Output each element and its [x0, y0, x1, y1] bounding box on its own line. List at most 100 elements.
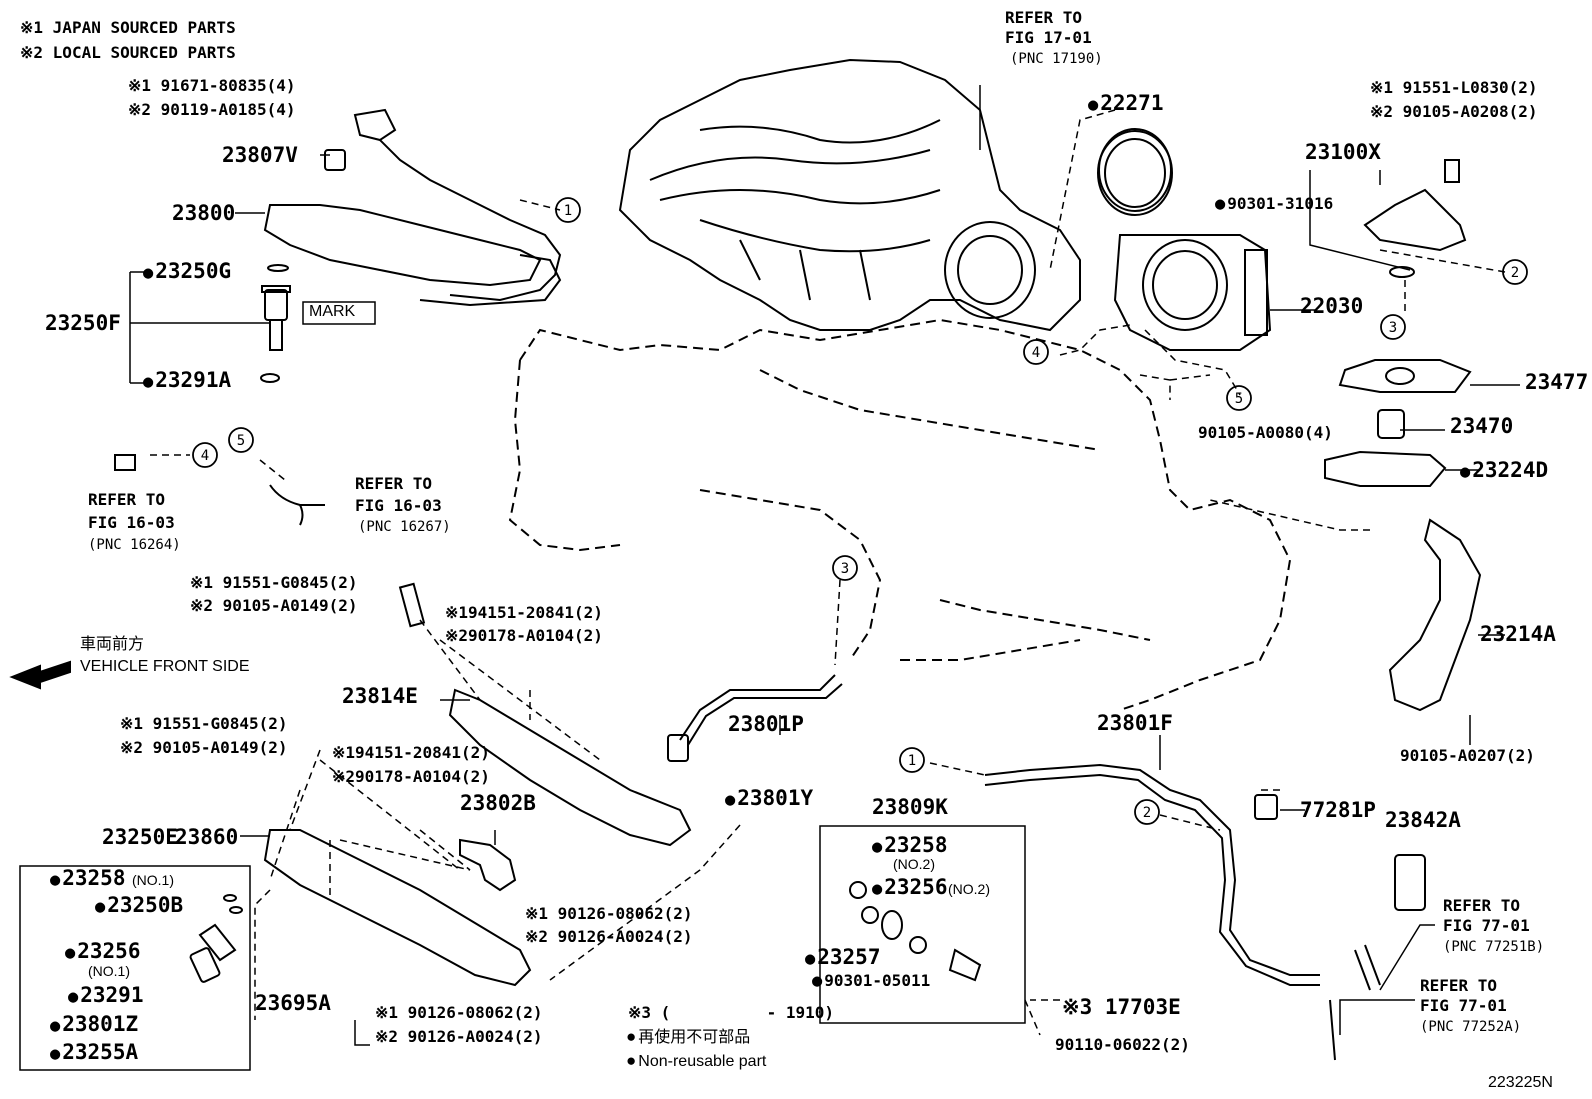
ref-fig77b-line2: FIG 77-01 [1420, 996, 1507, 1015]
ref-fig77a-line1: REFER TO [1443, 896, 1521, 915]
engine-outline [508, 318, 1292, 711]
sensor-23100X [1363, 159, 1467, 278]
part-90301-31016: 90301-31016 [1215, 196, 1333, 213]
part-90126-A0024-a: ※2 90126-A0024(2) [525, 927, 693, 946]
callout-2-a-label: 2 [1511, 265, 1519, 281]
ref-fig77a-line2: FIG 77-01 [1443, 916, 1530, 935]
part-23800: 23800 [172, 201, 236, 225]
vehicle-front-jp: 車両前方 [80, 636, 145, 653]
part-23257: 23257 [805, 947, 880, 968]
part-23860: 23860 [175, 825, 239, 849]
figure-id: 223225N [1488, 1074, 1553, 1091]
part-22030: 22030 [1300, 294, 1364, 318]
ref-fig16b-line1: REFER TO [355, 474, 433, 493]
legend-nonreusable-jp: 再使用不可部品 [626, 1028, 750, 1046]
front-arrow-icon [9, 660, 71, 690]
part-91551-L0830: ※1 91551-L0830(2) [1370, 78, 1538, 97]
part-23291: 23291 [68, 985, 143, 1006]
callout-4-b-label: 4 [201, 448, 209, 464]
ref-fig16a-line1: REFER TO [88, 490, 166, 509]
part-23224D: 23224D [1460, 460, 1548, 481]
fuel-delivery-pipe [263, 108, 562, 307]
callout-2-b [1134, 799, 1160, 825]
part-23842A: 23842A [1385, 808, 1461, 832]
hose-16267 [269, 484, 325, 526]
callout-5-b-label: 5 [237, 433, 245, 449]
part-90105-A0208: ※2 90105-A0208(2) [1370, 102, 1538, 121]
callouts [192, 197, 1528, 825]
part-23256-no2: 23256 [872, 877, 947, 898]
part-23477: 23477 [1525, 370, 1589, 394]
ref-fig77b-line3: (PNC 77252A) [1420, 1019, 1522, 1035]
callout-2-a [1502, 259, 1528, 285]
sensor-77281P [1254, 794, 1278, 820]
throttle-body [1097, 130, 1272, 351]
note-local-sourced: ※2 LOCAL SOURCED PARTS [20, 43, 236, 62]
legend-nonreusable-en: Non-reusable part [626, 1052, 766, 1070]
callout-5-a-label: 5 [1235, 391, 1243, 407]
ref-fig16a-line3: (PNC 16264) [88, 537, 181, 553]
part-23258-no1: 23258 [50, 868, 125, 889]
part-22271: 22271 [1088, 93, 1163, 114]
gasket-22271 [1098, 128, 1172, 212]
ref-fig17-line1: REFER TO [1005, 8, 1083, 27]
part-23801Z: 23801Z [50, 1014, 138, 1035]
callout-2-b-label: 2 [1143, 805, 1151, 821]
part-23258-no1-tag: (NO.1) [132, 872, 174, 888]
part-91551-G0845-a: ※1 91551-G0845(2) [190, 573, 358, 592]
hose-23802B [459, 838, 517, 892]
mark-box [302, 301, 376, 325]
ref-fig16b-line2: FIG 16-03 [355, 496, 442, 515]
part-23814E: 23814E [342, 684, 418, 708]
fuel-rail-23814E [398, 582, 692, 847]
part-23250E: 23250E [102, 825, 178, 849]
part-23291A: 23291A [143, 370, 231, 391]
callout-1-b [899, 747, 925, 773]
injector-23250F [260, 264, 291, 383]
part-90178-a: ※290178-A0104(2) [445, 626, 603, 645]
part-90105-A0149-b: ※2 90105-A0149(2) [120, 738, 288, 757]
hose-77252A [1329, 999, 1336, 1061]
adapter-23470 [1377, 409, 1405, 439]
part-90126-08062-b: ※1 90126-08062(2) [375, 1003, 543, 1022]
fuel-rail-23860 [263, 829, 532, 987]
callout-5-b [228, 427, 254, 453]
part-23100X: 23100X [1305, 140, 1381, 164]
part-23256-no1-tag: (NO.1) [88, 963, 130, 979]
ref-fig16b-line3: (PNC 16267) [358, 519, 451, 535]
part-23802B: 23802B [460, 791, 536, 815]
part-94151-b: ※194151-20841(2) [332, 743, 490, 762]
part-23809K: 23809K [872, 795, 948, 819]
part-91551-G0845-b: ※1 91551-G0845(2) [120, 714, 288, 733]
part-23801Y: 23801Y [725, 788, 813, 809]
gasket-23224D [1324, 450, 1447, 487]
part-90119: ※2 90119-A0185(4) [128, 100, 296, 119]
callout-1-b-label: 1 [908, 753, 916, 769]
ref-fig16a-line2: FIG 16-03 [88, 513, 175, 532]
hose-77251B [1354, 944, 1381, 991]
part-23256-no2-tag: (NO.2) [948, 881, 990, 897]
part-90178-b: ※290178-A0104(2) [332, 767, 490, 786]
part-23250B: 23250B [95, 895, 183, 916]
part-23258-no2: 23258 [872, 835, 947, 856]
part-90126-08062-a: ※1 90126-08062(2) [525, 904, 693, 923]
note-japan-sourced: ※1 JAPAN SOURCED PARTS [20, 18, 236, 37]
dashed-connectors [150, 109, 1506, 1036]
callout-3-a-label: 3 [1389, 320, 1397, 336]
callout-3-a [1380, 314, 1406, 340]
part-90105-A0080: 90105-A0080(4) [1198, 423, 1333, 442]
part-23807V: 23807V [222, 143, 298, 167]
part-23250G: 23250G [143, 261, 231, 282]
part-91671: ※1 91671-80835(4) [128, 76, 296, 95]
part-90301-05011: 90301-05011 [812, 973, 930, 990]
injector-23250E [189, 894, 243, 983]
part-90110-06022: 90110-06022(2) [1055, 1035, 1190, 1054]
part-23250F: 23250F [45, 311, 121, 335]
part-23214A: 23214A [1480, 622, 1556, 646]
intake-manifold [618, 58, 1081, 332]
ref-fig17-line3: (PNC 17190) [1010, 51, 1103, 67]
sensor-23842A [1394, 854, 1426, 911]
mark-label: MARK [309, 303, 356, 320]
part-23256-no1: 23256 [65, 941, 140, 962]
ref-fig77b-line1: REFER TO [1420, 976, 1498, 995]
